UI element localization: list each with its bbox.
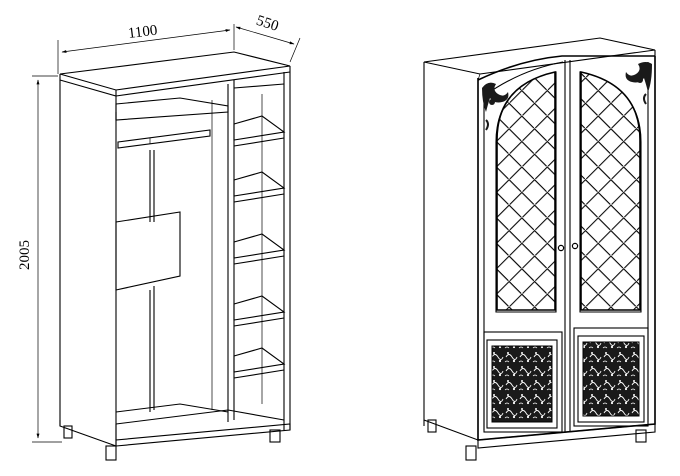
open-wardrobe — [59, 51, 291, 461]
shelves — [233, 83, 286, 404]
door-knob-left — [557, 244, 565, 252]
corner-ornament-right — [625, 62, 652, 105]
height-label: 2005 — [17, 240, 33, 270]
depth-dimension: 550 — [235, 13, 301, 63]
width-dimension: 1100 — [57, 23, 235, 74]
door-knob-right — [571, 242, 579, 250]
width-label: 1100 — [127, 23, 158, 42]
legs — [63, 425, 281, 461]
legs-closed — [427, 419, 647, 461]
depth-label: 550 — [254, 13, 280, 35]
height-dimension: 2005 — [17, 75, 62, 443]
corner-ornament-left — [482, 82, 509, 131]
closed-wardrobe — [423, 37, 656, 461]
